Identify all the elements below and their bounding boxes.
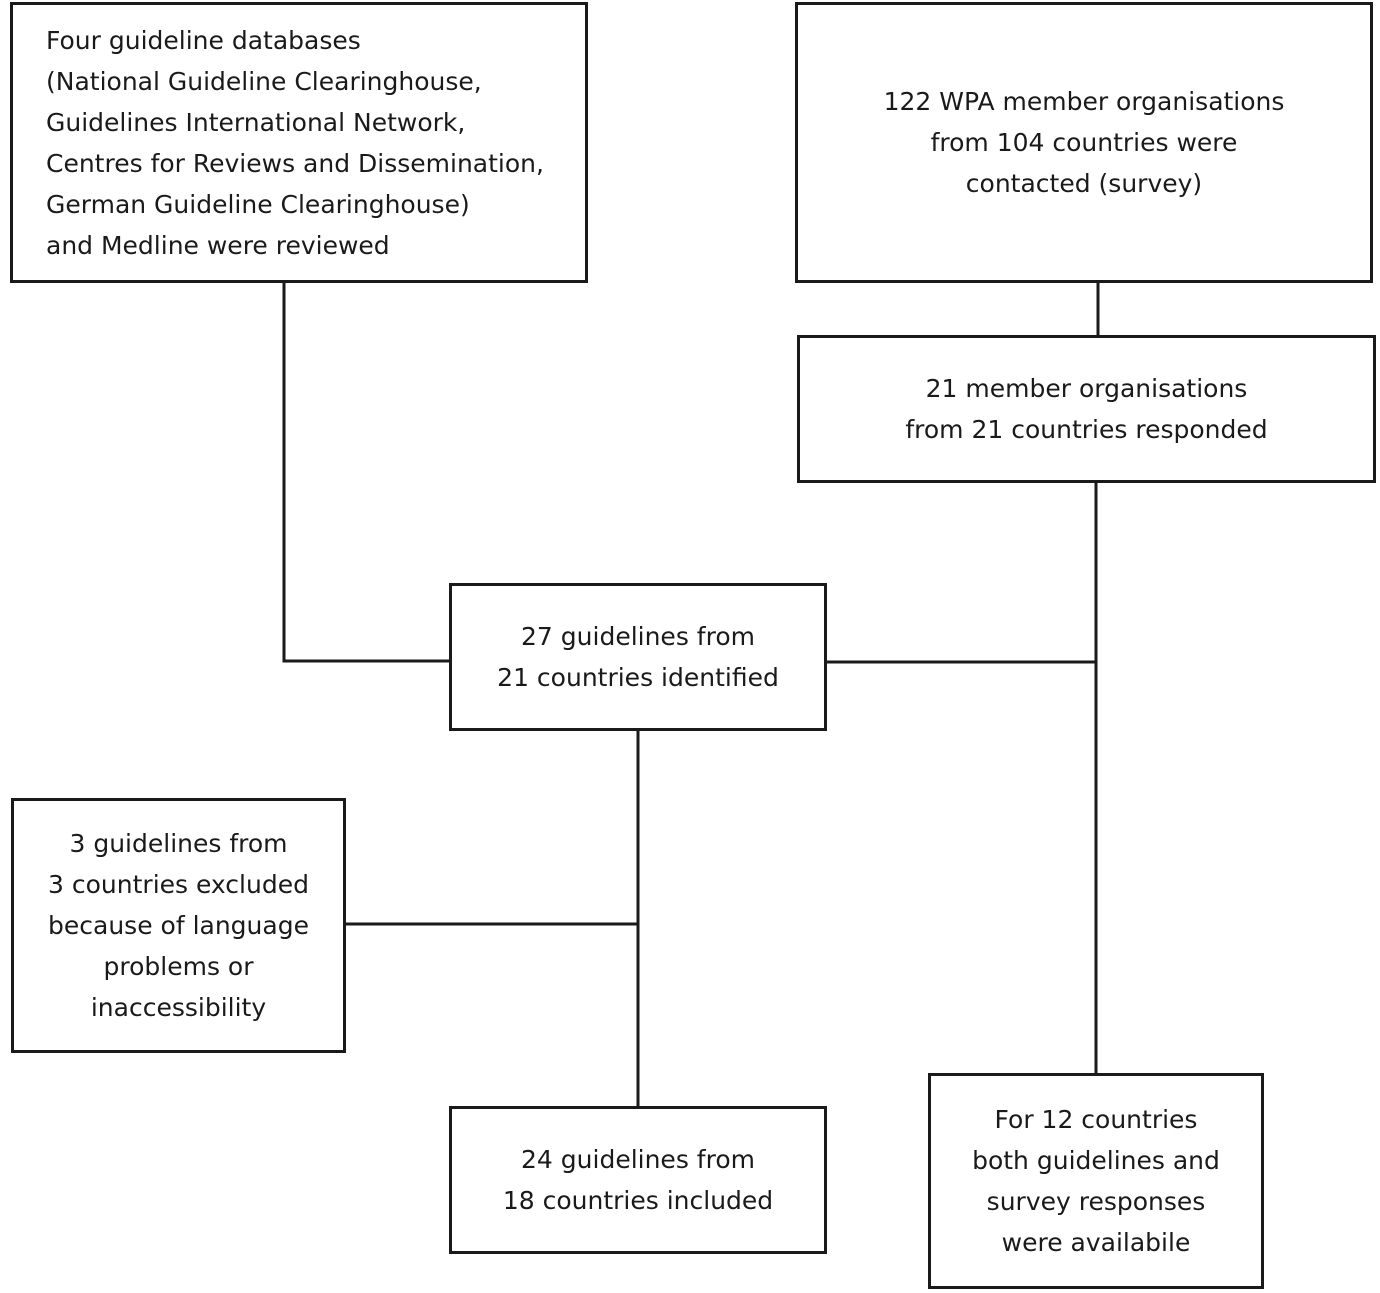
both-available-box: For 12 countries both guidelines and sur… (928, 1073, 1264, 1289)
included-line-2: 18 countries included (502, 1186, 774, 1215)
databases-line-3: Guidelines International Network, (46, 107, 466, 137)
wpa-contacted-box: 122 WPA member organisations from 104 co… (795, 2, 1373, 283)
databases-line-6: and Medline were reviewed (46, 230, 390, 260)
databases-line-2: (National Guideline Clearinghouse, (46, 66, 482, 96)
excluded-line-1: 3 guidelines from (69, 829, 288, 858)
both-available-line-1: For 12 countries (994, 1105, 1198, 1134)
both-available-line-3: survey responses (986, 1187, 1206, 1216)
identified-line-1: 27 guidelines from (521, 622, 755, 651)
identified-line-2: 21 countries identified (497, 663, 779, 692)
both-available-line-4: were availabile (1001, 1228, 1191, 1257)
wpa-contacted-line-3: contacted (survey) (965, 169, 1203, 198)
included-box: 24 guidelines from 18 countries included (449, 1106, 827, 1254)
excluded-line-2: 3 countries excluded (48, 870, 309, 899)
responded-box: 21 member organisations from 21 countrie… (797, 335, 1376, 483)
databases-line-1: Four guideline databases (46, 25, 361, 55)
wpa-contacted-line-2: from 104 countries were (930, 128, 1238, 157)
responded-line-1: 21 member organisations (925, 374, 1248, 403)
wpa-contacted-line-1: 122 WPA member organisations (883, 87, 1285, 116)
databases-reviewed-box: Four guideline databases (National Guide… (10, 2, 588, 283)
both-available-line-2: both guidelines and (972, 1146, 1220, 1175)
databases-line-5: German Guideline Clearinghouse) (46, 189, 470, 219)
excluded-line-4: problems or (103, 952, 254, 981)
databases-line-4: Centres for Reviews and Dissemination, (46, 148, 544, 178)
excluded-line-5: inaccessibility (90, 993, 267, 1022)
responded-line-2: from 21 countries responded (905, 415, 1268, 444)
identified-box: 27 guidelines from 21 countries identifi… (449, 583, 827, 731)
included-line-1: 24 guidelines from (521, 1145, 755, 1174)
excluded-box: 3 guidelines from 3 countries excluded b… (11, 798, 346, 1053)
excluded-line-3: because of language (48, 911, 309, 940)
